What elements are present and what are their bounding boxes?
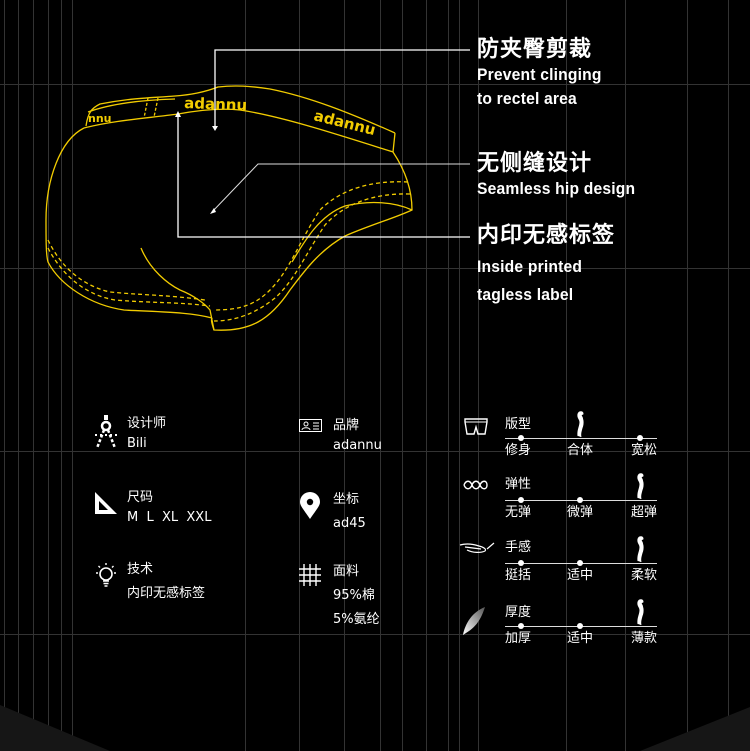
callout-seamless-hip: 无侧缝设计 Seamless hip design bbox=[477, 151, 636, 198]
callout-tagless-label: 内印无感标签 Inside printed tagless label bbox=[477, 223, 616, 304]
hand-feel-selected-marker bbox=[637, 536, 644, 563]
spec-coordinate: 坐标 ad45 bbox=[333, 492, 366, 531]
rating-elasticity: 弹性 无弹 微弹 超弹 bbox=[505, 468, 657, 520]
elasticity-selected-marker bbox=[637, 473, 644, 500]
thickness-selected-marker bbox=[637, 599, 644, 626]
briefs-illustration: adannu adannu nnu bbox=[45, 49, 470, 331]
spec-designer: 设计师 Bili bbox=[127, 416, 167, 451]
fabric-grid-icon bbox=[299, 564, 321, 586]
id-card-icon bbox=[299, 419, 322, 432]
callout-anti-clinging: 防夹臀剪裁 Prevent clinging to rectel area bbox=[477, 37, 602, 108]
location-pin-icon bbox=[300, 492, 320, 519]
callout-leader-2 bbox=[211, 163, 470, 213]
feather-icon bbox=[463, 607, 485, 635]
spec-sizes: 尺码 M L XL XXL bbox=[127, 490, 212, 525]
rating-fit: 版型 修身 合体 宽松 bbox=[505, 406, 657, 458]
lightbulb-icon bbox=[96, 563, 116, 587]
compass-icon bbox=[95, 415, 117, 449]
rating-hand-feel: 手感 挺括 适中 柔软 bbox=[505, 531, 657, 583]
stretch-loop-icon bbox=[463, 480, 488, 490]
svg-text:nnu: nnu bbox=[88, 112, 112, 125]
ruler-triangle-icon bbox=[95, 492, 117, 514]
spec-fabric: 面料 95%棉 5%氨纶 bbox=[333, 564, 380, 627]
spec-technology: 技术 内印无感标签 bbox=[127, 562, 206, 601]
spec-brand: 品牌 adannu bbox=[333, 418, 382, 453]
bottom-edge-shading bbox=[0, 705, 750, 751]
callout-leader-3 bbox=[177, 114, 470, 238]
rating-thickness: 厚度 加厚 适中 薄款 bbox=[505, 594, 657, 646]
hand-touch-icon bbox=[459, 542, 495, 553]
boxer-shorts-icon bbox=[464, 418, 488, 435]
waistband-logo-front: adannu bbox=[184, 94, 248, 114]
callout-leader-1 bbox=[214, 49, 470, 128]
fit-selected-marker bbox=[577, 411, 584, 438]
